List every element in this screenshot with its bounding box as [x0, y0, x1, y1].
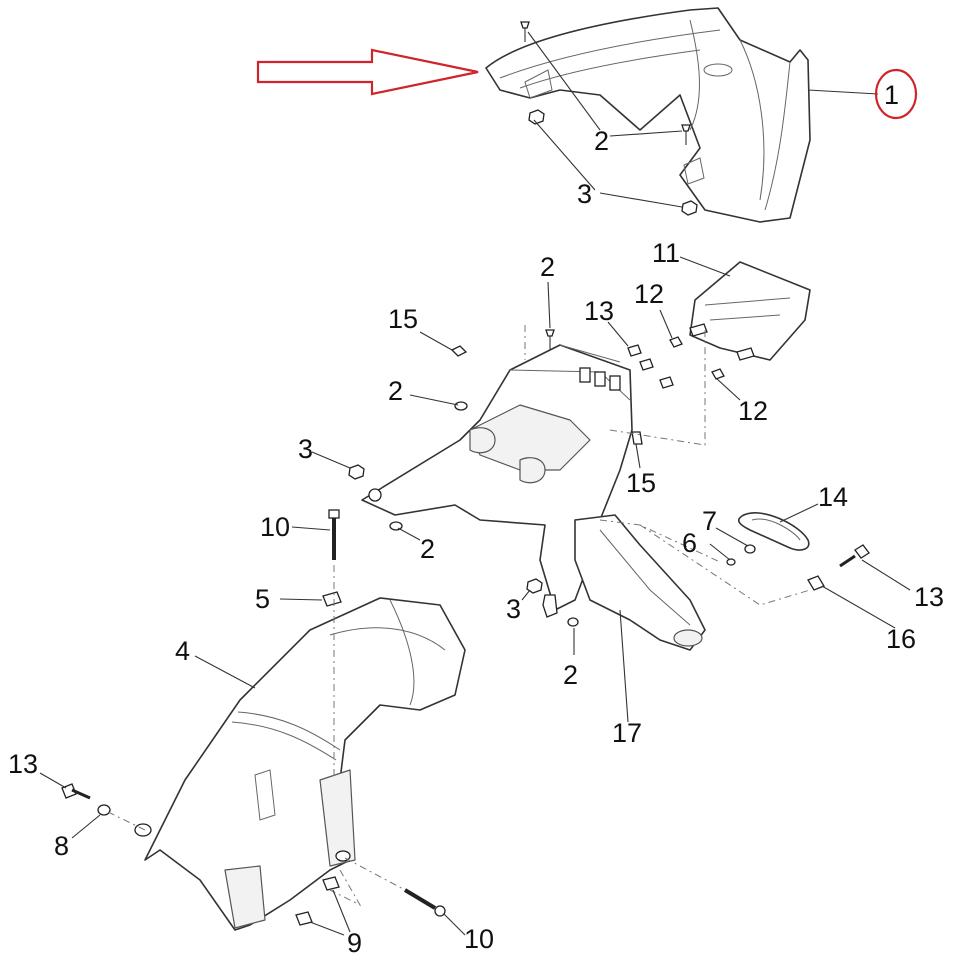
part-11-cover-plate	[689, 261, 811, 361]
callout-labels: 1 2 3 2 11 15 13 12 2 12 3 15 10 2 14 7 …	[8, 80, 944, 958]
callout-2: 2	[388, 376, 403, 406]
callout-12: 12	[634, 279, 664, 309]
callout-15: 15	[388, 304, 418, 334]
part-14-reflector	[737, 512, 810, 551]
part-4-rear-mudguard	[134, 597, 466, 931]
callout-2: 2	[540, 252, 555, 282]
leader-lines	[39, 31, 911, 936]
callout-9: 9	[347, 928, 362, 958]
callout-14: 14	[818, 482, 848, 512]
part-17-frame	[361, 344, 706, 651]
callout-7: 7	[702, 506, 717, 536]
callout-2: 2	[594, 126, 609, 156]
callout-17: 17	[612, 718, 642, 748]
part-1-fasteners	[520, 21, 698, 216]
callout-2: 2	[420, 534, 435, 564]
callout-2: 2	[563, 660, 578, 690]
callout-16: 16	[886, 624, 916, 654]
callout-1: 1	[884, 80, 899, 110]
highlight-arrow-icon	[256, 48, 479, 96]
assembly-lines	[107, 325, 811, 907]
callout-13: 13	[8, 749, 38, 779]
callout-8: 8	[54, 831, 69, 861]
callout-13: 13	[914, 582, 944, 612]
callout-10: 10	[464, 924, 494, 954]
part-1-tail-cover	[485, 7, 811, 223]
callout-6: 6	[682, 528, 697, 558]
callout-15: 15	[626, 468, 656, 498]
callout-10: 10	[260, 512, 290, 542]
callout-11: 11	[652, 238, 680, 268]
callout-3: 3	[298, 434, 313, 464]
callout-5: 5	[255, 584, 270, 614]
callout-13: 13	[584, 296, 614, 326]
highlight-circle-icon	[874, 68, 918, 120]
callout-3: 3	[506, 594, 521, 624]
callout-3: 3	[577, 179, 592, 209]
callout-4: 4	[175, 636, 190, 666]
callout-12: 12	[738, 396, 768, 426]
hardware-screws	[61, 329, 870, 926]
